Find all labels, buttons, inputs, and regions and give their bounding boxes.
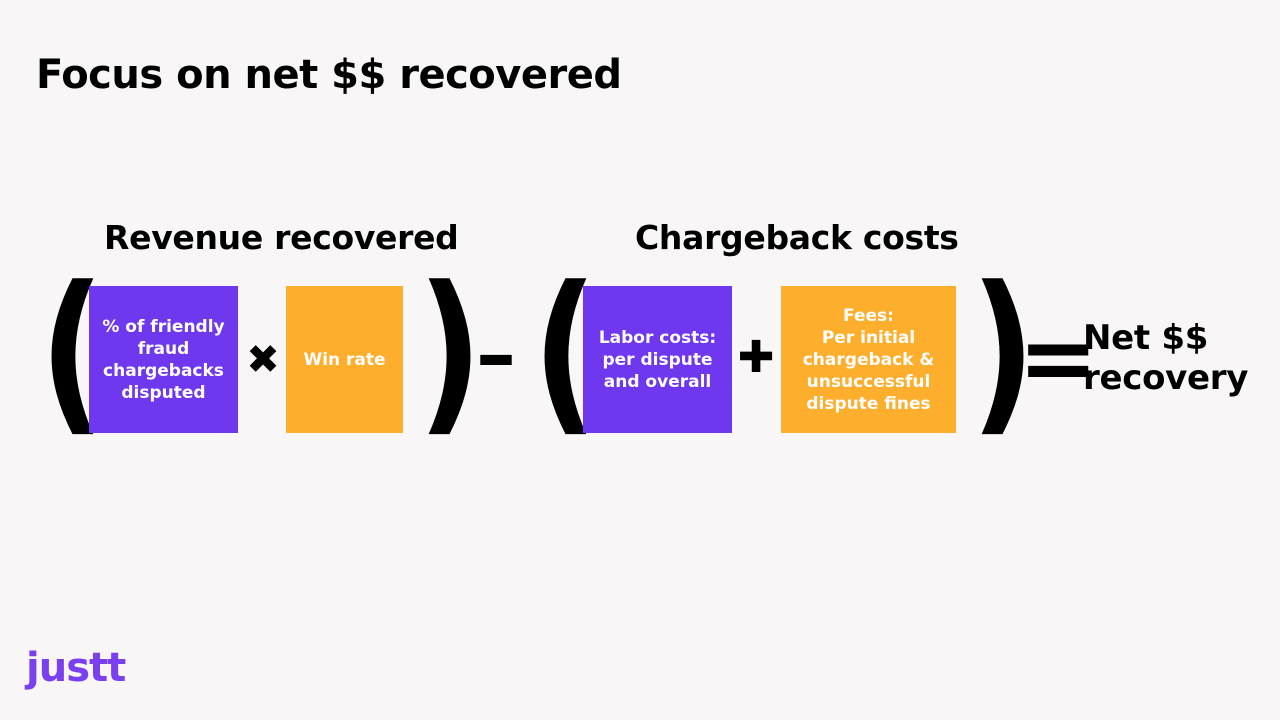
net-recovery-result: Net $$ recovery	[1083, 318, 1249, 398]
win-rate-text: Win rate	[303, 349, 386, 370]
plus-operator: ✚	[737, 332, 775, 383]
close-paren-revenue: )	[417, 250, 483, 453]
labor-costs-box: Labor costs: per dispute and overall	[583, 286, 732, 433]
friendly-fraud-box: % of friendly fraud chargebacks disputed	[89, 286, 238, 433]
justt-logo: justt	[26, 645, 126, 691]
multiply-operator: ✖	[246, 337, 280, 383]
page-title: Focus on net $$ recovered	[36, 52, 622, 98]
close-paren-costs: )	[970, 250, 1036, 453]
chargeback-costs-label: Chargeback costs	[635, 218, 959, 257]
revenue-recovered-label: Revenue recovered	[104, 218, 459, 257]
friendly-fraud-text: % of friendly fraud chargebacks disputed	[102, 316, 225, 403]
win-rate-box: Win rate	[286, 286, 403, 433]
equals-operator: =	[1018, 302, 1099, 414]
labor-costs-text: Labor costs: per dispute and overall	[598, 327, 717, 392]
fees-box: Fees: Per initial chargeback & unsuccess…	[781, 286, 956, 433]
minus-operator: –	[476, 308, 516, 401]
fees-text: Fees: Per initial chargeback & unsuccess…	[802, 305, 935, 414]
